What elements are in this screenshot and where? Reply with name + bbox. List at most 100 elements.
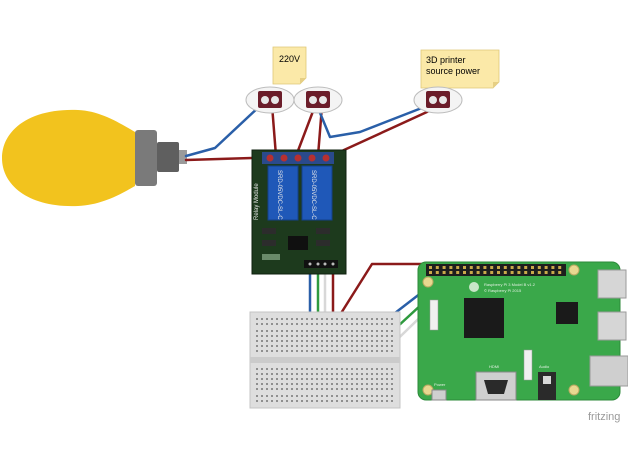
- breadboard-hole: [291, 395, 293, 397]
- breadboard-hole: [341, 330, 343, 332]
- breadboard-hole: [316, 378, 318, 380]
- breadboard-hole: [281, 340, 283, 342]
- gpio-pin: [449, 271, 453, 274]
- breadboard-hole: [296, 378, 298, 380]
- gpio-pin: [497, 266, 500, 269]
- pi-model-label: Raspberry Pi 3 Model B v1.2: [484, 282, 536, 287]
- gpio-pin: [456, 271, 460, 274]
- breadboard-hole: [256, 330, 258, 332]
- breadboard-hole: [281, 318, 283, 320]
- breadboard-hole: [341, 395, 343, 397]
- breadboard-hole: [371, 383, 373, 385]
- connector-2: [293, 86, 343, 114]
- breadboard-hole: [316, 368, 318, 370]
- breadboard-hole: [366, 368, 368, 370]
- breadboard-hole: [371, 373, 373, 375]
- breadboard-hole: [391, 318, 393, 320]
- gpio-pin: [510, 271, 514, 274]
- breadboard-hole: [296, 383, 298, 385]
- breadboard-hole: [321, 345, 323, 347]
- breadboard-hole: [371, 345, 373, 347]
- breadboard-hole: [301, 330, 303, 332]
- breadboard-hole: [331, 323, 333, 325]
- breadboard-hole: [276, 383, 278, 385]
- breadboard-hole: [256, 388, 258, 390]
- breadboard-hole: [316, 383, 318, 385]
- gpio-pin: [483, 266, 487, 269]
- breadboard-hole: [286, 400, 288, 402]
- breadboard-hole: [291, 335, 293, 337]
- note-printer-label-line1: 3D printer: [426, 55, 466, 65]
- breadboard-hole: [271, 388, 273, 390]
- breadboard-hole: [341, 368, 343, 370]
- breadboard-hole: [336, 340, 338, 342]
- breadboard-hole: [276, 368, 278, 370]
- usb-port-1: [597, 269, 627, 299]
- breadboard-hole: [311, 345, 313, 347]
- breadboard-hole: [341, 400, 343, 402]
- gpio-header: [426, 264, 566, 276]
- breadboard-hole: [356, 373, 358, 375]
- breadboard-hole: [266, 345, 268, 347]
- breadboard-hole: [366, 388, 368, 390]
- breadboard-hole: [376, 388, 378, 390]
- breadboard-hole: [361, 395, 363, 397]
- breadboard-hole: [366, 400, 368, 402]
- soc-chip: [464, 298, 504, 338]
- breadboard-hole: [346, 388, 348, 390]
- gpio-pin: [551, 266, 555, 269]
- breadboard-hole: [296, 373, 298, 375]
- breadboard-hole: [361, 330, 363, 332]
- breadboard-hole: [331, 340, 333, 342]
- breadboard-hole: [296, 350, 298, 352]
- breadboard-hole: [256, 395, 258, 397]
- gpio-pin: [469, 266, 473, 269]
- wire-conn2-relay-red: [294, 104, 317, 158]
- breadboard-hole: [361, 345, 363, 347]
- breadboard-hole: [346, 378, 348, 380]
- breadboard-hole: [296, 368, 298, 370]
- breadboard-hole: [261, 388, 263, 390]
- breadboard-hole: [266, 350, 268, 352]
- breadboard-hole: [386, 350, 388, 352]
- breadboard-hole: [281, 330, 283, 332]
- audio-port-label: Audio: [539, 364, 550, 369]
- breadboard-hole: [391, 368, 393, 370]
- gpio-pin: [503, 271, 507, 274]
- breadboard-hole: [361, 340, 363, 342]
- pi-copyright-label: © Raspberry Pi 2015: [484, 288, 522, 293]
- gpio-pin: [537, 266, 541, 269]
- breadboard-hole: [356, 383, 358, 385]
- breadboard-hole: [361, 388, 363, 390]
- breadboard-hole: [336, 330, 338, 332]
- breadboard-hole: [351, 330, 353, 332]
- breadboard-hole: [266, 323, 268, 325]
- breadboard-hole: [266, 373, 268, 375]
- breadboard-hole: [316, 340, 318, 342]
- breadboard-hole: [321, 335, 323, 337]
- breadboard-hole: [291, 400, 293, 402]
- breadboard-hole: [266, 378, 268, 380]
- breadboard-hole: [306, 395, 308, 397]
- breadboard-hole: [321, 350, 323, 352]
- breadboard-hole: [391, 323, 393, 325]
- gpio-pin: [483, 271, 487, 274]
- breadboard: [249, 311, 401, 409]
- relay-module: SRD-05VDC-SL-C SRD-05VDC-SL-C Relay Modu…: [251, 149, 347, 275]
- breadboard-hole: [256, 383, 258, 385]
- breadboard-hole: [311, 340, 313, 342]
- breadboard-hole: [356, 323, 358, 325]
- breadboard-hole: [326, 368, 328, 370]
- breadboard-hole: [391, 330, 393, 332]
- breadboard-hole: [261, 318, 263, 320]
- breadboard-hole: [296, 323, 298, 325]
- breadboard-hole: [361, 318, 363, 320]
- lan-chip: [556, 302, 578, 324]
- breadboard-hole: [376, 378, 378, 380]
- breadboard-hole: [346, 345, 348, 347]
- breadboard-hole: [326, 330, 328, 332]
- breadboard-hole: [381, 318, 383, 320]
- breadboard-hole: [291, 330, 293, 332]
- breadboard-hole: [266, 368, 268, 370]
- breadboard-hole: [291, 388, 293, 390]
